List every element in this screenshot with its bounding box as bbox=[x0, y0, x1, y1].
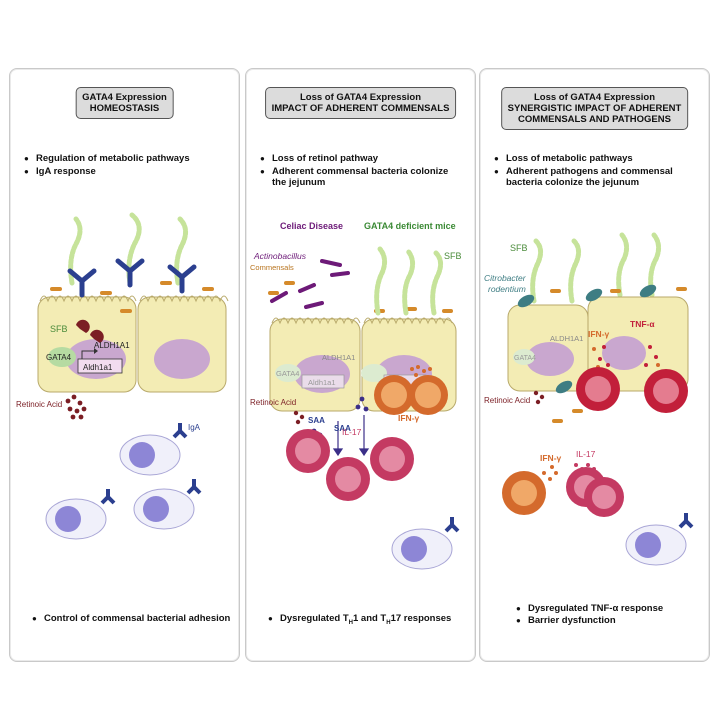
panel-title: Loss of GATA4 Expression IMPACT OF ADHER… bbox=[264, 87, 457, 119]
title-line: Loss of GATA4 Expression bbox=[533, 92, 656, 103]
il17-label: IL-17 bbox=[576, 449, 596, 459]
retinoic-acid-dots bbox=[533, 390, 545, 405]
sfb-filaments bbox=[530, 232, 662, 304]
nucleus bbox=[154, 339, 210, 379]
iga-label: IgA bbox=[188, 423, 201, 432]
footer-text: 17 responses bbox=[390, 613, 452, 624]
ifng-label: IFN-γ bbox=[588, 329, 610, 339]
aldh1a1-gene-box bbox=[77, 358, 123, 374]
gata4-factor bbox=[275, 364, 301, 382]
title-line: SYNERGISTIC IMPACT OF ADHERENT bbox=[507, 103, 682, 114]
th17-cells bbox=[286, 429, 414, 501]
retinoic-acid-label: Retinoic Acid bbox=[250, 398, 296, 407]
bullet-list: Loss of retinol pathway Adherent commens… bbox=[260, 153, 465, 190]
bullet-item: Loss of retinol pathway bbox=[260, 153, 465, 165]
iga-antibodies bbox=[67, 258, 197, 298]
aldh1a1-label: ALDH1A1 bbox=[550, 334, 583, 343]
commensals-label: Commensals bbox=[250, 263, 294, 272]
title-line: GATA4 Expression bbox=[82, 92, 167, 103]
arrows bbox=[332, 415, 370, 457]
b-cell bbox=[391, 517, 460, 570]
bullet-item: Regulation of metabolic pathways bbox=[24, 153, 229, 165]
gata4-factor bbox=[361, 364, 387, 382]
gene-label: Aldh1a1 bbox=[83, 363, 113, 372]
sfb-label: SFB bbox=[444, 251, 462, 261]
footer-list: Dysregulated TNF-α response Barrier dysf… bbox=[516, 603, 663, 627]
retinoic-acid-label: Retinoic Acid bbox=[484, 396, 530, 405]
bullet-list: Regulation of metabolic pathways IgA res… bbox=[24, 153, 229, 178]
footer-subscript: H bbox=[386, 619, 391, 626]
footer-subscript: H bbox=[348, 619, 353, 626]
saa-label: SAA bbox=[308, 416, 325, 425]
sfb-label: SFB bbox=[50, 324, 68, 334]
ifng-dots bbox=[410, 365, 432, 377]
panel-title: GATA4 Expression HOMEOSTASIS bbox=[75, 87, 174, 119]
celiac-label: Celiac Disease bbox=[280, 221, 343, 231]
saa-label: SAA bbox=[334, 424, 351, 433]
footer-list: Control of commensal bacterial adhesion bbox=[32, 613, 230, 625]
actinobacillus-label: Actinobacillus bbox=[253, 251, 307, 261]
th17-cells bbox=[566, 467, 624, 517]
ifng-label-bottom: IFN-γ bbox=[540, 453, 562, 463]
b-cells bbox=[45, 423, 202, 540]
aldh1a1-enzyme bbox=[76, 319, 104, 343]
footer-item: Dysregulated TNF-α response bbox=[516, 603, 663, 615]
panel-adherent-commensals: Loss of GATA4 Expression IMPACT OF ADHER… bbox=[245, 68, 476, 662]
gata4-mice-label: GATA4 deficient mice bbox=[364, 221, 456, 231]
footer-text: 1 and T bbox=[352, 613, 387, 624]
pathogens-illustration: SFB Citrobacter rodentium ALDH1A1 bbox=[484, 232, 694, 566]
il17-label: IL-17 bbox=[342, 427, 362, 437]
footer-text: Dysregulated T bbox=[280, 613, 349, 624]
bullet-item: Adherent pathogens and commensal bacteri… bbox=[494, 166, 699, 189]
commensal-bacteria bbox=[50, 281, 214, 313]
aldh1a1-gene-box bbox=[301, 374, 345, 389]
il17-dots bbox=[574, 463, 596, 471]
gata4-label: GATA4 bbox=[276, 369, 299, 378]
panel-adherent-commensals-pathogens: Loss of GATA4 Expression SYNERGISTIC IMP… bbox=[479, 68, 710, 662]
retinoic-acid-dots bbox=[293, 410, 305, 425]
bullet-item: Adherent commensal bacteria colonize the… bbox=[260, 166, 465, 189]
bullet-list: Loss of metabolic pathways Adherent path… bbox=[494, 153, 699, 190]
ifng-label: IFN-γ bbox=[398, 413, 420, 423]
bullet-item: Loss of metabolic pathways bbox=[494, 153, 699, 165]
footer-list: Dysregulated TH1 and TH17 responses bbox=[268, 613, 451, 629]
citrobacter-label-2: rodentium bbox=[488, 284, 526, 294]
th1-cell bbox=[502, 471, 546, 515]
title-line: Loss of GATA4 Expression bbox=[299, 92, 422, 103]
retinoic-acid-label: Retinoic Acid bbox=[16, 400, 62, 409]
retinoic-acid-dots bbox=[65, 394, 87, 420]
nucleus bbox=[602, 336, 646, 370]
sfb-filaments bbox=[374, 246, 444, 316]
sfb-label: SFB bbox=[510, 243, 528, 253]
footer-item: Barrier dysfunction bbox=[516, 615, 663, 627]
bullet-item: IgA response bbox=[24, 166, 229, 178]
panel-title: Loss of GATA4 Expression SYNERGISTIC IMP… bbox=[500, 87, 689, 130]
footer-item: Control of commensal bacterial adhesion bbox=[32, 613, 230, 625]
tnfa-label: TNF-α bbox=[630, 319, 655, 329]
ifng-dots-bottom bbox=[542, 465, 558, 481]
gata4-label: GATA4 bbox=[514, 355, 536, 362]
citrobacter-label-1: Citrobacter bbox=[484, 273, 527, 283]
commensal-bacteria bbox=[550, 287, 687, 423]
gata4-label: GATA4 bbox=[46, 353, 72, 362]
th1-cells bbox=[374, 375, 448, 415]
homeostasis-illustration: ALDH1A1 GATA4 Aldh1a1 SFB Retinoic Acid … bbox=[16, 212, 229, 540]
commensal-bacteria bbox=[268, 281, 453, 313]
gata4-factor bbox=[513, 349, 535, 365]
b-cell bbox=[625, 513, 694, 566]
tnf-dots bbox=[598, 345, 658, 367]
nucleus bbox=[526, 342, 574, 376]
title-line: HOMEOSTASIS bbox=[89, 103, 160, 114]
title-line: IMPACT OF ADHERENT COMMENSALS bbox=[271, 103, 450, 114]
aldh1a1-label: ALDH1A1 bbox=[94, 341, 130, 350]
tnf-producing-cells bbox=[576, 367, 688, 413]
actinobacillus-bacteria bbox=[270, 259, 350, 309]
title-line: COMMENSALS AND PATHOGENS bbox=[518, 114, 671, 125]
footer-item: Dysregulated TH1 and TH17 responses bbox=[268, 613, 451, 629]
commensals-illustration: Celiac Disease GATA4 deficient mice Acti… bbox=[250, 221, 462, 570]
aldh1a1-label: ALDH1A1 bbox=[322, 353, 355, 362]
gata4-factor bbox=[48, 347, 76, 367]
panel-homeostasis: GATA4 Expression HOMEOSTASIS Regulation … bbox=[9, 68, 240, 662]
gene-label: Aldh1a1 bbox=[308, 378, 336, 387]
